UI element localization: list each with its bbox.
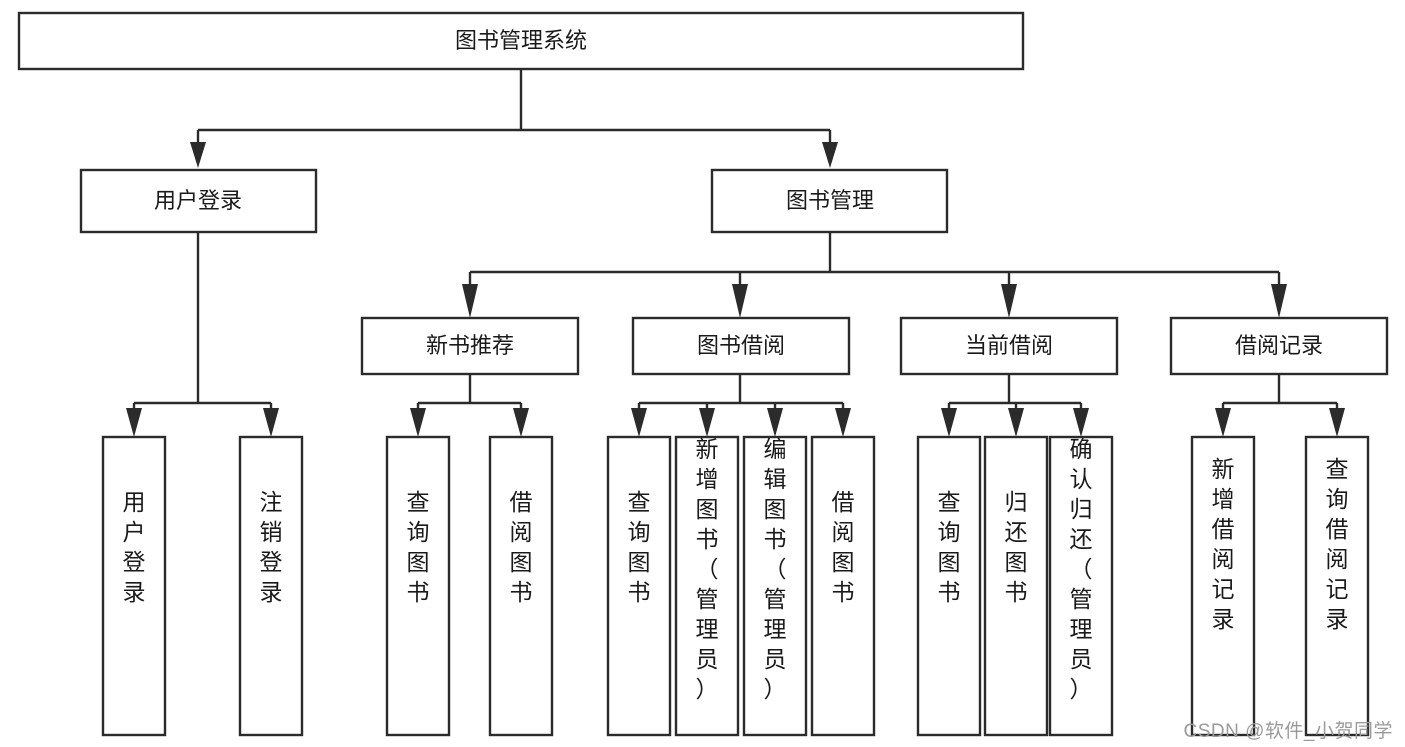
arrow-head-leaf-confirm-return [1073,408,1089,437]
leaf-edit-book-label: 编辑图书（管理员） [764,436,787,702]
arrow-head-leaf-borrow-book-2 [835,408,851,437]
arrow-head-current-borrow [1001,284,1017,318]
leaf-edit-book[interactable]: 编辑图书（管理员） [742,435,808,737]
node-book-manage-box[interactable] [710,168,949,234]
arrow-head-book-manage [822,142,838,168]
node-root-label: 图书管理系统 [455,28,587,53]
node-borrow-record[interactable]: 借阅记录 [1169,316,1389,376]
node-borrow-record-box[interactable] [1169,316,1389,376]
leaf-query-book-1-label: 查询图书 [407,489,430,605]
node-book-manage-label: 图书管理 [786,188,874,213]
leaf-query-record[interactable]: 查询借阅记录 [1304,435,1370,737]
node-borrow-record-label: 借阅记录 [1235,333,1323,358]
arrow-head-leaf-add-record [1215,408,1231,437]
leaf-borrow-book-1-label: 借阅图书 [510,489,533,605]
node-current-borrow-label: 当前借阅 [965,333,1053,358]
node-new-book-recommend-label: 新书推荐 [426,333,514,358]
node-root[interactable]: 图书管理系统 [17,11,1025,71]
csdn-watermark: CSDN @软件_小贺同学 [1183,721,1393,742]
arrow-head-leaf-add-book [699,408,715,437]
leaf-query-book-1-box[interactable] [385,435,451,737]
leaf-query-book-2-label: 查询图书 [628,489,651,605]
connectors-layer [126,69,1345,437]
leaf-add-record[interactable]: 新增借阅记录 [1190,435,1256,737]
leaf-add-book-box[interactable] [674,435,740,737]
arrow-head-leaf-query-book-1 [410,408,426,437]
leaf-logout-box[interactable] [238,435,304,737]
leaf-user-login[interactable]: 用户登录 [101,435,167,737]
node-user-login-box[interactable] [79,168,318,234]
node-new-book-recommend[interactable]: 新书推荐 [360,316,580,376]
arrow-head-new-book-recommend [462,284,478,318]
arrow-head-leaf-borrow-book-1 [513,408,529,437]
leaf-query-book-3[interactable]: 查询图书 [916,435,982,737]
node-root-box[interactable] [17,11,1025,71]
node-book-borrow[interactable]: 图书借阅 [631,316,851,376]
leaf-return-book-label: 归还图书 [1005,489,1028,605]
node-book-manage[interactable]: 图书管理 [710,168,949,234]
leaf-add-record-box[interactable] [1190,435,1256,737]
leaf-query-book-2[interactable]: 查询图书 [606,435,672,737]
leaf-return-book-box[interactable] [983,435,1049,737]
arrow-head-leaf-return-book [1008,408,1024,437]
leaf-confirm-return[interactable]: 确认归还（管理员） [1048,435,1114,737]
leaf-edit-book-box[interactable] [742,435,808,737]
leaf-borrow-book-2-label: 借阅图书 [832,489,855,605]
node-current-borrow[interactable]: 当前借阅 [899,316,1119,376]
leaf-query-book-2-box[interactable] [606,435,672,737]
leaf-logout[interactable]: 注销登录 [238,435,304,737]
arrow-head-leaf-edit-book [767,408,783,437]
node-user-login[interactable]: 用户登录 [79,168,318,234]
node-book-borrow-box[interactable] [631,316,851,376]
leaf-logout-label: 注销登录 [260,489,283,605]
leaf-add-book-label: 新增图书（管理员） [696,436,719,702]
leaf-query-record-label: 查询借阅记录 [1326,456,1349,632]
arrow-head-leaf-query-record [1329,408,1345,437]
leaf-query-record-box[interactable] [1304,435,1370,737]
arrow-head-leaf-user-login [126,408,142,437]
leaf-return-book[interactable]: 归还图书 [983,435,1049,737]
leaf-query-book-3-label: 查询图书 [938,489,961,605]
arrow-head-book-borrow [732,284,748,318]
node-new-book-recommend-box[interactable] [360,316,580,376]
leaf-borrow-book-2-box[interactable] [810,435,876,737]
arrow-head-leaf-query-book-2 [631,408,647,437]
node-current-borrow-box[interactable] [899,316,1119,376]
leaf-confirm-return-label: 确认归还（管理员） [1070,436,1093,702]
leaf-user-login-label: 用户登录 [123,489,146,605]
arrow-head-borrow-record [1271,284,1287,318]
leaf-confirm-return-box[interactable] [1048,435,1114,737]
leaf-add-record-label: 新增借阅记录 [1212,456,1235,632]
leaf-add-book[interactable]: 新增图书（管理员） [674,435,740,737]
leaf-query-book-1[interactable]: 查询图书 [385,435,451,737]
leaf-borrow-book-1[interactable]: 借阅图书 [488,435,554,737]
leaf-user-login-box[interactable] [101,435,167,737]
arrow-head-leaf-logout [263,408,279,437]
leaf-query-book-3-box[interactable] [916,435,982,737]
leaf-borrow-book-2[interactable]: 借阅图书 [810,435,876,737]
node-user-login-label: 用户登录 [154,188,242,213]
arrow-head-user-login [190,142,206,168]
leaf-borrow-book-1-box[interactable] [488,435,554,737]
arrow-head-leaf-query-book-3 [941,408,957,437]
node-book-borrow-label: 图书借阅 [697,333,785,358]
